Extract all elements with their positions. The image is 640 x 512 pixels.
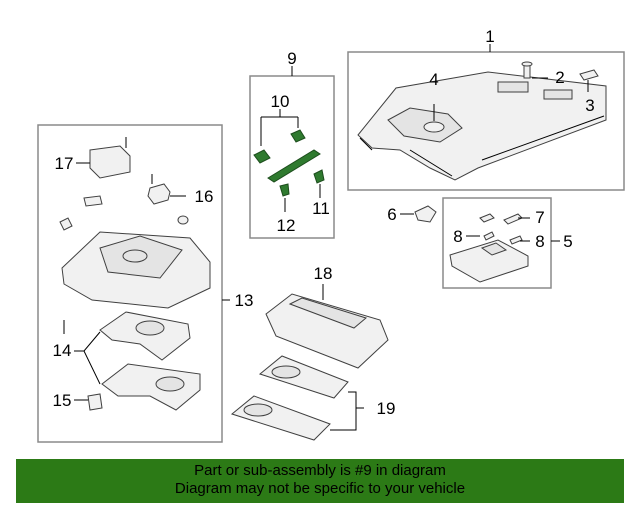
callout-6: 6 — [387, 205, 396, 224]
map-lamp-part-13 — [61, 231, 211, 309]
headliner-part — [357, 71, 607, 181]
room-lamp-part-18 — [265, 284, 389, 369]
callout-8-right: 8 — [535, 232, 544, 251]
connector-part-16 — [147, 174, 171, 205]
group-box-5 — [442, 197, 552, 289]
sunvisor-part-5 — [449, 213, 529, 283]
fastener-part-4 — [423, 104, 445, 133]
banner-line-2: Diagram may not be specific to your vehi… — [174, 480, 466, 497]
grab-handle-part-9 — [253, 129, 325, 197]
callout-9: 9 — [287, 49, 296, 68]
group-box-13 — [37, 124, 223, 443]
callout-3: 3 — [585, 96, 594, 115]
leader-19 — [330, 391, 364, 431]
callout-8-left: 8 — [453, 227, 462, 246]
callout-1: 1 — [485, 27, 494, 46]
info-banner: Part or sub-assembly is #9 in diagram Di… — [16, 459, 624, 503]
callout-17: 17 — [55, 154, 74, 173]
clip-part-6 — [414, 205, 437, 223]
callout-18: 18 — [314, 264, 333, 283]
callout-12: 12 — [277, 216, 296, 235]
leader-10 — [260, 109, 299, 146]
banner-line-1: Part or sub-assembly is #9 in diagram — [194, 462, 446, 479]
callout-2: 2 — [555, 68, 564, 87]
callout-7: 7 — [535, 208, 544, 227]
callout-11: 11 — [312, 199, 330, 218]
clip-part-15 — [87, 393, 103, 411]
cap-part-3 — [579, 69, 599, 81]
group-box-1 — [347, 51, 625, 191]
callout-5: 5 — [563, 232, 572, 251]
lens-part-14 — [63, 311, 201, 411]
callout-10: 10 — [271, 92, 290, 111]
callout-4: 4 — [429, 70, 438, 89]
callout-16: 16 — [195, 187, 214, 206]
callout-14: 14 — [53, 341, 72, 360]
lens-part-19 — [230, 355, 349, 441]
leader-14 — [74, 331, 101, 385]
module-part-17 — [89, 137, 131, 179]
callout-19: 19 — [377, 399, 396, 418]
clip-part-2 — [521, 61, 533, 79]
callout-13: 13 — [235, 291, 254, 310]
callout-15: 15 — [53, 391, 72, 410]
small-parts-13 — [59, 195, 189, 231]
